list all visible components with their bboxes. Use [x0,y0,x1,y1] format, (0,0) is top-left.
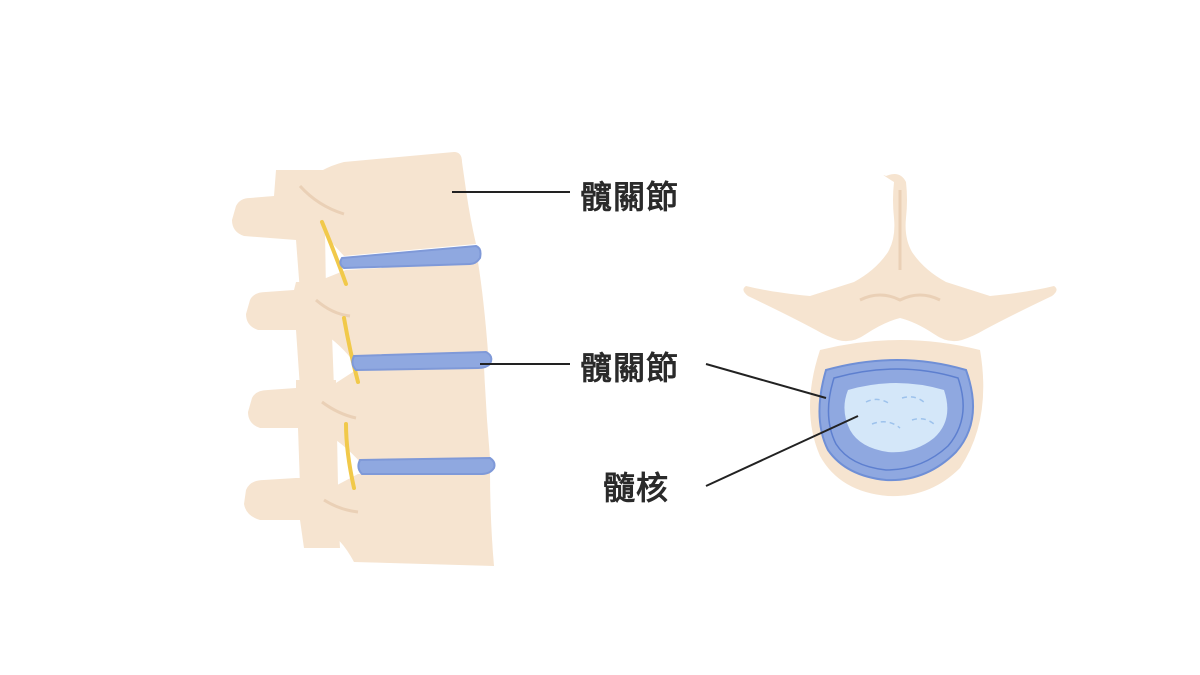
label-bottom: 髓核 [603,469,670,507]
leader-line-mid-right [705,363,827,399]
nerve-line [320,220,360,490]
disc-3 [357,456,496,475]
label-middle: 髖關節 [580,349,680,387]
arch-shade [859,293,941,302]
spine-side-view [232,152,496,566]
spinous-process-2 [246,282,334,388]
texture-1 [865,398,891,405]
vertebral-bodies [299,152,494,566]
disc-1 [339,244,482,270]
spinous-process-4 [244,478,340,548]
shade-2 [315,298,351,318]
nucleus-texture [865,396,935,429]
shade-3 [321,400,357,420]
vertebra-top-view [743,174,1057,497]
vertebra-body-1 [299,152,476,256]
label-top: 髖關節 [580,178,680,216]
texture-2 [901,396,927,405]
annulus-ring [827,368,964,471]
spinous-process-3 [248,380,338,486]
vertebra-shading [298,184,359,514]
leader-lines [452,191,859,487]
intervertebral-discs [339,244,496,475]
shade-1 [298,184,345,216]
shade-4 [323,498,359,514]
disc-2 [351,350,493,372]
texture-4 [911,417,935,425]
leader-line-bottom [705,415,859,487]
texture-3 [871,421,901,429]
vertebra-body-2 [314,262,488,362]
vertebra-body-4 [324,470,494,566]
vertebra-body-3 [319,366,490,462]
